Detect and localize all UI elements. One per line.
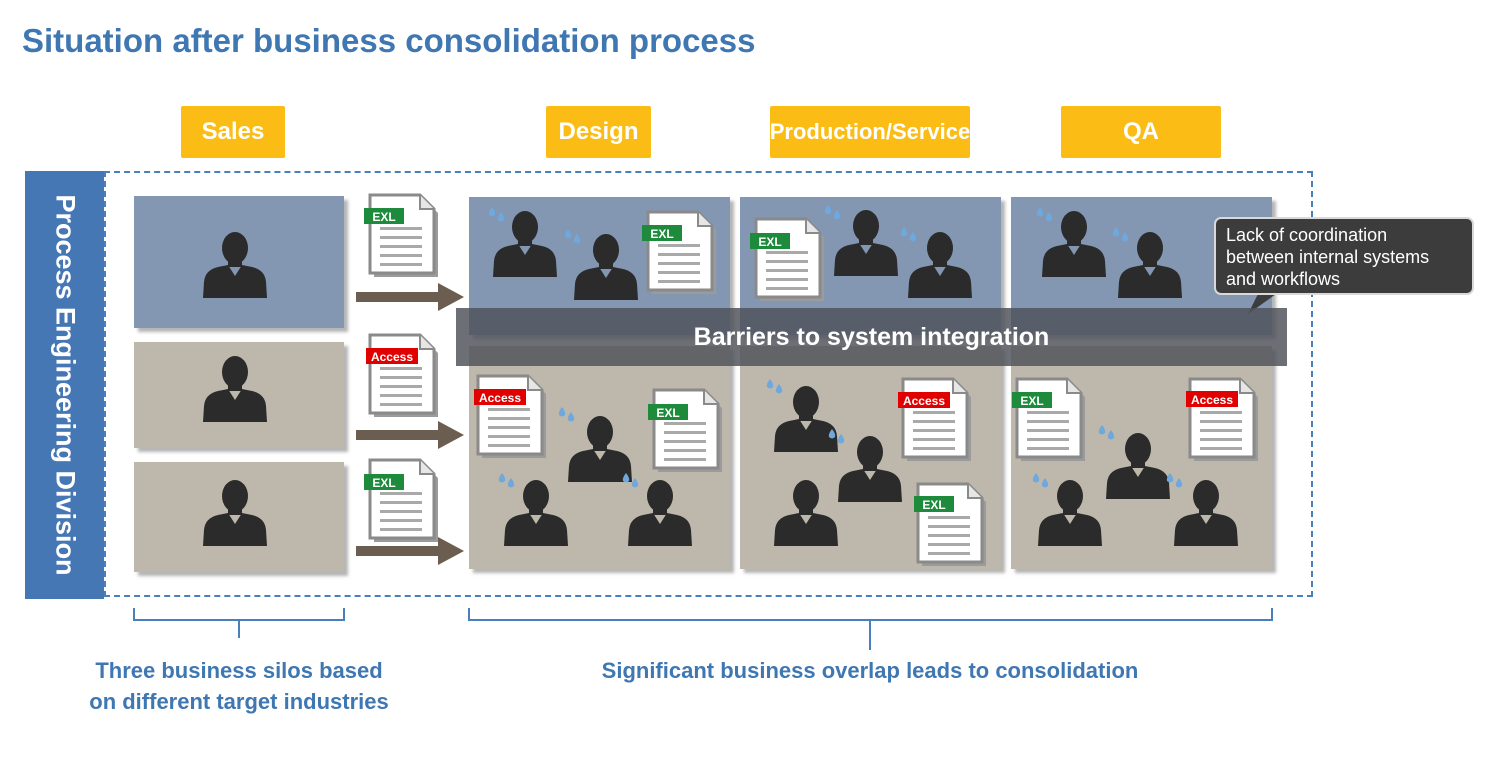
- excel-document-icon: [368, 458, 440, 544]
- sweat-drop-icon: [558, 407, 575, 422]
- barrier-band: Barriers to system integration: [456, 308, 1287, 366]
- callout-line-2: between internal systems: [1226, 247, 1430, 267]
- person-icon: [628, 480, 692, 546]
- person-icon: [774, 386, 838, 452]
- doc-tag-excel: EXL: [364, 208, 404, 224]
- sweat-drop-icon: [1112, 227, 1129, 242]
- person-icon: [774, 480, 838, 546]
- excel-document-icon: [646, 210, 718, 296]
- svg-text:EXL: EXL: [650, 227, 673, 241]
- sweat-drop-icon: [1036, 207, 1053, 222]
- excel-document-icon: [368, 193, 440, 279]
- arrow-right-icon: [356, 283, 464, 311]
- person-icon: [908, 232, 972, 298]
- person-icon: [203, 232, 267, 298]
- doc-tag-access: Access: [474, 389, 526, 405]
- dept-production-service: Production/Service: [770, 106, 970, 158]
- svg-text:EXL: EXL: [372, 210, 395, 224]
- person-icon: [203, 480, 267, 546]
- doc-tag-excel: EXL: [364, 474, 404, 490]
- svg-text:EXL: EXL: [656, 406, 679, 420]
- footnote-left-line-2: on different target industries: [89, 689, 389, 714]
- svg-text:Access: Access: [1191, 393, 1233, 407]
- dept-qa: QA: [1061, 106, 1221, 158]
- svg-text:EXL: EXL: [1020, 394, 1043, 408]
- access-document-icon: [368, 333, 440, 419]
- person-icon: [574, 234, 638, 300]
- right-bracket: [468, 608, 1273, 650]
- excel-document-icon: [754, 217, 826, 303]
- left-bracket: [133, 608, 345, 638]
- person-icon: [1106, 433, 1170, 499]
- sweat-drop-icon: [766, 379, 783, 394]
- dept-sales: Sales: [181, 106, 285, 158]
- person-icon: [1118, 232, 1182, 298]
- svg-text:EXL: EXL: [758, 235, 781, 249]
- person-icon: [504, 480, 568, 546]
- svg-text:EXL: EXL: [922, 498, 945, 512]
- silo-panel-3: [134, 462, 344, 572]
- doc-tag-excel: EXL: [914, 496, 954, 512]
- doc-tag-access: Access: [1186, 391, 1238, 407]
- sweat-drop-icon: [900, 227, 917, 242]
- svg-text:Access: Access: [903, 394, 945, 408]
- doc-tag-excel: EXL: [648, 404, 688, 420]
- division-label-bar: Process Engineering Division: [25, 171, 104, 599]
- svg-text:Access: Access: [479, 391, 521, 405]
- svg-text:EXL: EXL: [372, 476, 395, 490]
- person-icon: [1174, 480, 1238, 546]
- division-frame: [104, 171, 1313, 597]
- access-document-icon: [901, 377, 973, 463]
- sweat-drop-icon: [824, 205, 841, 220]
- person-icon: [838, 436, 902, 502]
- sweat-drop-icon: [498, 473, 515, 488]
- doc-tag-access: Access: [898, 392, 950, 408]
- sweat-drop-icon: [488, 207, 505, 222]
- footnote-left: Three business silos based on different …: [60, 655, 418, 717]
- sweat-drop-icon: [1098, 425, 1115, 440]
- page-title: Situation after business consolidation p…: [22, 22, 756, 59]
- callout-line-1: Lack of coordination: [1226, 225, 1388, 245]
- person-icon: [834, 210, 898, 276]
- sweat-drop-icon: [564, 229, 581, 244]
- footnote-right: Significant business overlap leads to co…: [601, 658, 1139, 683]
- callout-line-3: and workflows: [1226, 269, 1341, 289]
- doc-tag-excel: EXL: [1012, 392, 1052, 408]
- doc-tag-access: Access: [366, 348, 418, 364]
- sweat-drop-icon: [1032, 473, 1049, 488]
- barrier-label: Barriers to system integration: [693, 322, 1050, 351]
- excel-document-icon: [1015, 377, 1087, 463]
- person-icon: [203, 356, 267, 422]
- arrow-right-icon: [356, 421, 464, 449]
- person-icon: [568, 416, 632, 482]
- callout-box: Lack of coordination between internal sy…: [1214, 217, 1474, 295]
- dept-design: Design: [546, 106, 651, 158]
- doc-tag-excel: EXL: [750, 233, 790, 249]
- person-icon: [1042, 211, 1106, 277]
- person-icon: [1038, 480, 1102, 546]
- access-document-icon: [476, 374, 548, 460]
- excel-document-icon: [652, 388, 724, 474]
- svg-text:Access: Access: [371, 350, 413, 364]
- doc-tag-excel: EXL: [642, 225, 682, 241]
- footnote-left-line-1: Three business silos based: [95, 658, 383, 683]
